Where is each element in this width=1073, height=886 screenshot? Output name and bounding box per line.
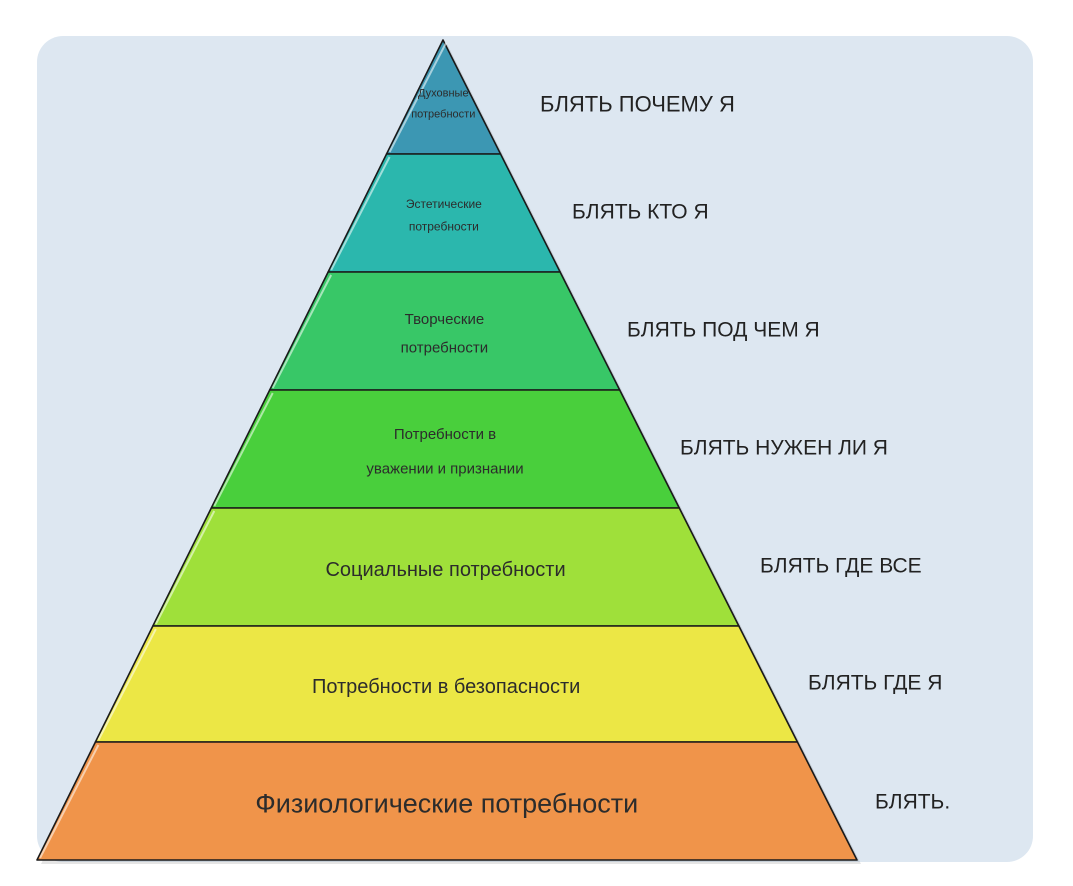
pyramid-tier-2: Эстетические потребности БЛЯТЬ КТО Я: [327, 153, 709, 273]
pyramid-tier-6: Потребности в безопасности БЛЯТЬ ГДЕ Я: [94, 625, 942, 743]
tier-caption: БЛЯТЬ ГДЕ Я: [808, 671, 942, 694]
tier-caption: БЛЯТЬ ПОЧЕМУ Я: [540, 92, 735, 117]
tier-caption: БЛЯТЬ ГДЕ ВСЕ: [760, 554, 922, 577]
tier-shape: [36, 741, 858, 861]
tier-caption: БЛЯТЬ КТО Я: [572, 200, 709, 223]
tier-shape: [210, 389, 681, 509]
tier-label-line: Социальные потребности: [325, 559, 565, 581]
tier-highlight: [271, 274, 333, 389]
pyramid-tier-5: Социальные потребности БЛЯТЬ ГДЕ ВСЕ: [152, 507, 922, 627]
tier-label-line: потребности: [411, 108, 475, 120]
tier-caption: БЛЯТЬ НУЖЕН ЛИ Я: [680, 436, 888, 459]
tier-label-line: Потребности в безопасности: [312, 676, 580, 698]
tier-label-line: Эстетические: [406, 197, 482, 211]
pyramid-tier-4: Потребности в уважении и признании БЛЯТЬ Н…: [210, 389, 888, 509]
tier-highlight: [213, 392, 274, 507]
pyramid-tier-3: Творческие потребности БЛЯТЬ ПОД ЧЕМ Я: [268, 271, 820, 391]
tier-shape: [268, 271, 621, 391]
pyramid-tier-1: Духовные потребности БЛЯТЬ ПОЧЕМУ Я: [385, 39, 735, 155]
tier-highlight: [330, 156, 391, 271]
tier-label-line: Духовные: [418, 87, 469, 99]
pyramid-tier-7: Физиологические потребности БЛЯТЬ.: [36, 741, 950, 861]
tier-highlight: [97, 628, 157, 741]
tier-caption: БЛЯТЬ.: [875, 790, 950, 813]
tier-label-line: потребности: [401, 340, 489, 357]
tier-label-line: Творческие: [405, 311, 485, 328]
tier-shape: [327, 153, 561, 273]
tier-highlight: [388, 42, 447, 153]
tier-highlight: [39, 744, 100, 859]
tier-label-line: Потребности в: [394, 426, 496, 443]
tier-label-line: потребности: [409, 220, 479, 234]
tier-highlight: [154, 510, 216, 625]
tier-label-line: уважении и признании: [366, 461, 523, 478]
tier-label-line: Физиологические потребности: [255, 788, 638, 818]
tier-caption: БЛЯТЬ ПОД ЧЕМ Я: [627, 318, 820, 341]
